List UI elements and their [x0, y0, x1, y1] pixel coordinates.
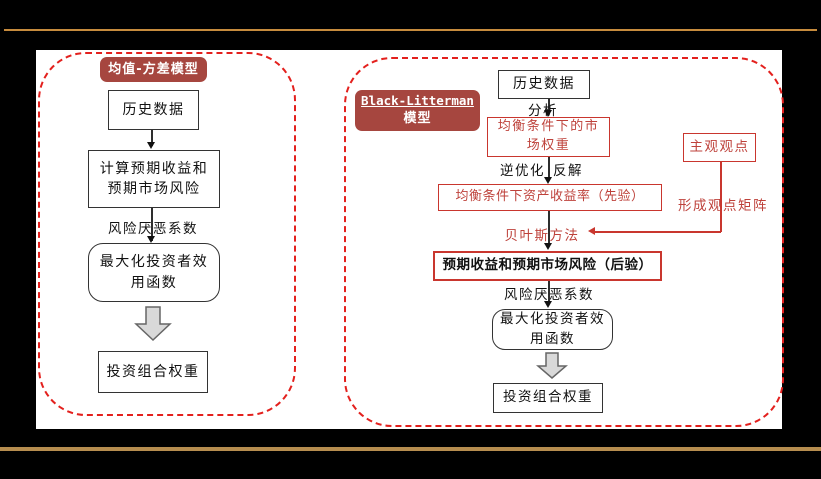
left-portfolio-weights-node: 投资组合权重	[98, 351, 208, 393]
right-connector-4	[548, 281, 550, 304]
bayes-method-label: 贝叶斯方法	[504, 228, 580, 244]
prior-asset-returns-node: 均衡条件下资产收益率（先验）	[438, 184, 662, 211]
black-litterman-badge-line2: 模型	[403, 111, 432, 127]
mean-variance-model-badge-label: 均值-方差模型	[108, 61, 199, 77]
inverse-optimization-label: 逆优化	[500, 163, 545, 179]
right-portfolio-weights-node: 投资组合权重	[493, 383, 603, 413]
equilibrium-market-weights-node: 均衡条件下的市场权重	[487, 117, 610, 157]
right-connector-1	[548, 99, 550, 113]
mean-variance-panel	[38, 52, 296, 416]
views-connector-vertical	[720, 162, 722, 232]
bottom-divider-line	[0, 447, 821, 451]
right-connector-3	[548, 211, 550, 245]
analyze-label: 分析	[528, 103, 558, 119]
left-arrowhead-2	[147, 236, 155, 243]
left-maximize-utility-node: 最大化投资者效用函数	[88, 243, 220, 302]
subjective-views-node: 主观观点	[683, 133, 756, 162]
views-arrowhead-left	[588, 227, 595, 235]
right-maximize-utility-node: 最大化投资者效用函数	[492, 309, 613, 350]
posterior-return-risk-node: 预期收益和预期市场风险（后验）	[433, 251, 662, 281]
left-connector-2	[151, 208, 153, 241]
right-risk-aversion-label: 风险厌恶系数	[504, 287, 594, 303]
left-risk-aversion-label: 风险厌恶系数	[108, 221, 198, 237]
form-view-matrix-label: 形成观点矩阵	[678, 198, 768, 214]
black-litterman-model-badge: Black-Litterman 模型	[355, 90, 480, 131]
left-connector-1	[151, 130, 153, 146]
mean-variance-model-badge: 均值-方差模型	[100, 57, 207, 82]
top-divider-line	[4, 29, 817, 31]
views-connector-horizontal	[593, 231, 721, 233]
right-block-arrow-icon	[536, 352, 568, 379]
left-expected-return-risk-node: 计算预期收益和预期市场风险	[88, 150, 220, 208]
back-solve-label: 反解	[553, 163, 583, 179]
right-arrowhead-4	[544, 301, 552, 308]
black-litterman-badge-line1: Black-Litterman	[361, 93, 474, 109]
left-arrowhead-1	[147, 142, 155, 149]
left-historical-data-node: 历史数据	[108, 90, 199, 130]
right-arrowhead-1	[544, 110, 552, 117]
right-connector-2	[548, 157, 550, 179]
right-arrowhead-2	[544, 177, 552, 184]
left-block-arrow-icon	[134, 306, 172, 342]
right-arrowhead-3	[544, 243, 552, 250]
right-historical-data-node: 历史数据	[498, 70, 590, 99]
black-litterman-panel	[344, 57, 784, 427]
